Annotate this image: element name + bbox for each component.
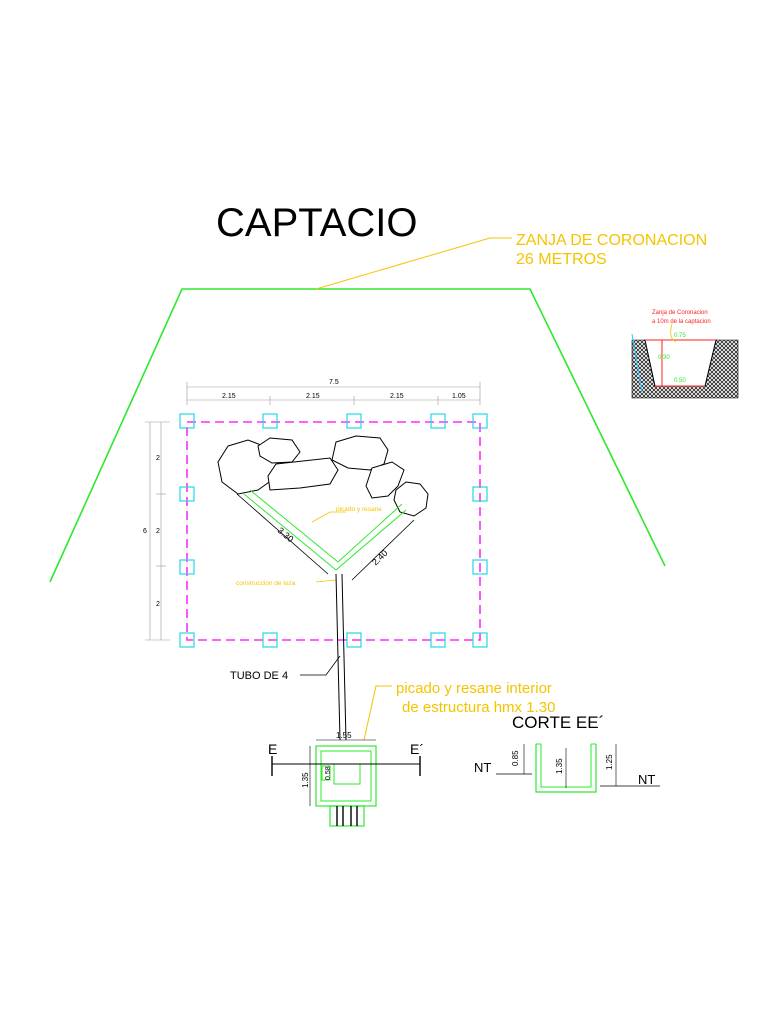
- inset-note-1: Zanja de Coronacion: [652, 310, 708, 316]
- note-picado-leader: [311, 511, 346, 523]
- pipe-label-leader: [300, 655, 341, 676]
- pipe-label: TUBO DE 4: [230, 670, 288, 682]
- section-nt-right: NT: [638, 772, 655, 787]
- zanja-label-1: ZANJA DE CORONACION: [516, 232, 707, 249]
- trench-detail-inset: Zanja de Coronacion a 10m de la captacio…: [631, 310, 739, 399]
- channel-dim-left: 3.30: [276, 525, 296, 544]
- dim-total-width: 7.5: [329, 379, 339, 386]
- horizontal-dimensions: [186, 382, 481, 405]
- note-losa-leader: [315, 579, 337, 583]
- note-picado: picado y resane: [336, 506, 382, 513]
- vertical-dimensions: [145, 421, 170, 641]
- dim-seg-2: 2.15: [306, 393, 320, 400]
- dim-line-left: [236, 493, 329, 575]
- rock-outlines: [217, 435, 429, 517]
- intake-structure: [271, 739, 421, 827]
- note-losa: construccion de loza: [236, 580, 296, 587]
- dim-vseg-1: 2: [156, 455, 160, 462]
- section-title: CORTE EE´: [512, 713, 604, 732]
- dim-seg-4: 1.05: [452, 393, 466, 400]
- section-dim-right: 1.25: [605, 754, 614, 770]
- dim-vseg-3: 2: [156, 601, 160, 608]
- collection-channels: [243, 489, 407, 571]
- zanja-perimeter-line: [49, 288, 666, 583]
- inset-dim-bottom: 0.50: [674, 378, 686, 384]
- structure-width: 1.55: [336, 731, 352, 740]
- section-marker-left: E: [268, 741, 277, 757]
- inset-note-2: a 10m de la captacion: [652, 319, 711, 325]
- inset-dim-top: 0.75: [674, 333, 686, 339]
- section-dim-mid: 1.35: [555, 758, 564, 774]
- structure-note-leader: [363, 685, 392, 741]
- dim-vseg-2: 2: [156, 528, 160, 535]
- section-nt-left: NT: [474, 760, 491, 775]
- structure-note-2: de estructura hmx 1.30: [402, 699, 555, 716]
- structure-inner: 0.58: [325, 766, 332, 780]
- channel-dim-right: 2.40: [370, 548, 390, 567]
- fence-boundary: [186, 421, 481, 641]
- zanja-label-2: 26 METROS: [516, 251, 607, 268]
- section-detail: [496, 743, 660, 793]
- zanja-leader: [315, 237, 512, 290]
- fence-posts: [179, 413, 488, 648]
- dim-seg-3: 2.15: [390, 393, 404, 400]
- dim-seg-1: 2.15: [222, 393, 236, 400]
- conduction-pipe: [335, 573, 347, 741]
- structure-note-1: picado y resane interior: [396, 680, 552, 697]
- structure-height: 1.35: [301, 772, 310, 788]
- dim-total-height: 6: [143, 528, 147, 535]
- inset-dim-mid: 0.30: [658, 355, 670, 361]
- page-title: CAPTACIO: [216, 201, 418, 245]
- section-marker-right: E´: [410, 741, 424, 757]
- section-dim-left: 0.85: [511, 750, 520, 766]
- dim-line-right: [351, 519, 415, 581]
